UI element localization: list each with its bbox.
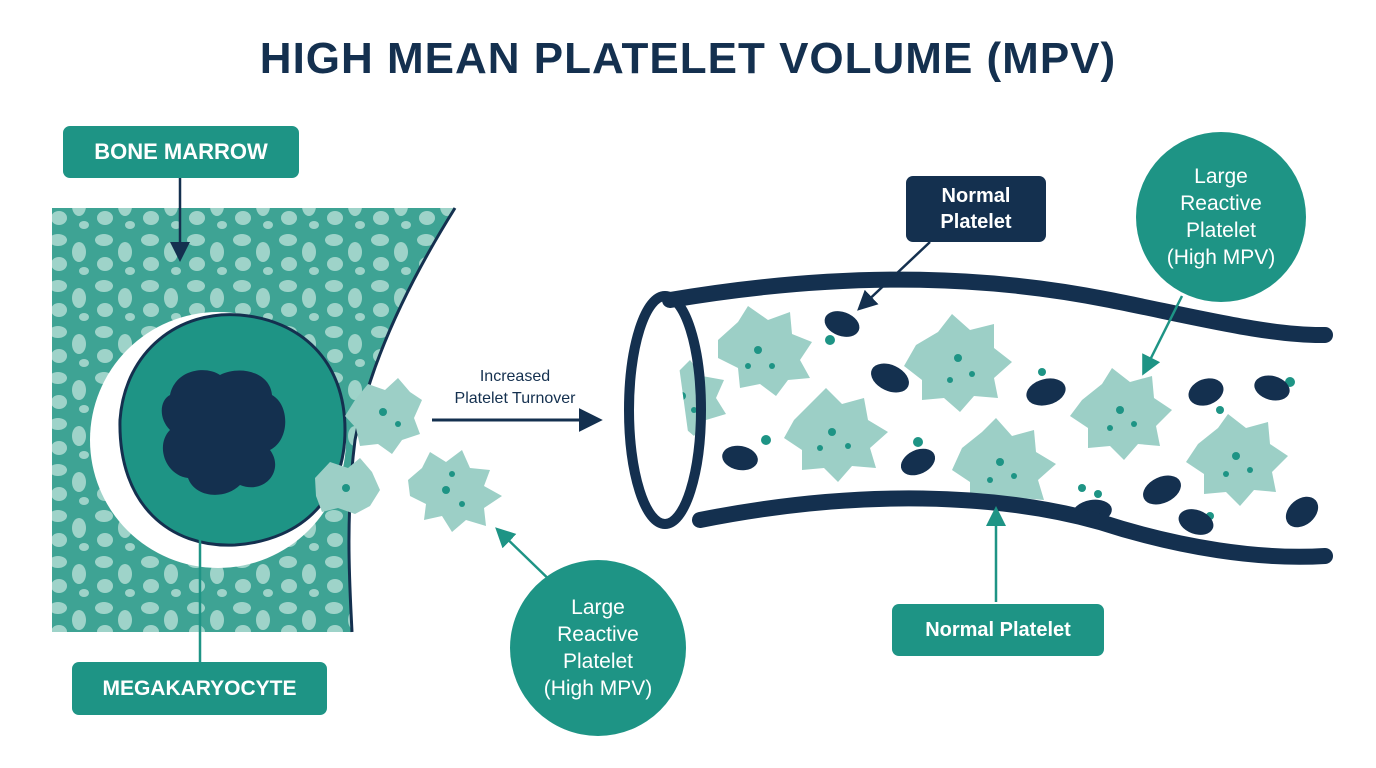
large-reactive-platelet-free [408,450,502,532]
page-title: HIGH MEAN PLATELET VOLUME (MPV) [259,34,1117,83]
megakaryocyte-label: MEGAKARYOCYTE [72,662,327,715]
bone-marrow-label: BONE MARROW [63,126,299,178]
large-reactive-pointer-top [1142,295,1184,376]
released-platelets [315,378,502,532]
normal-platelet-label-bottom: Normal Platelet [892,604,1104,656]
megakaryocyte-cell [90,312,347,568]
normal-platelet-pointer-top [857,241,931,311]
large-reactive-platelet-bubble-bottom: Large Reactive Platelet (High MPV) [510,560,686,736]
increased-turnover-label: Increased Platelet Turnover [454,368,576,407]
normal-platelet-label-top: Normal Platelet [906,176,1046,242]
large-reactive-platelet-bubble-top: Large Reactive Platelet (High MPV) [1136,132,1306,302]
